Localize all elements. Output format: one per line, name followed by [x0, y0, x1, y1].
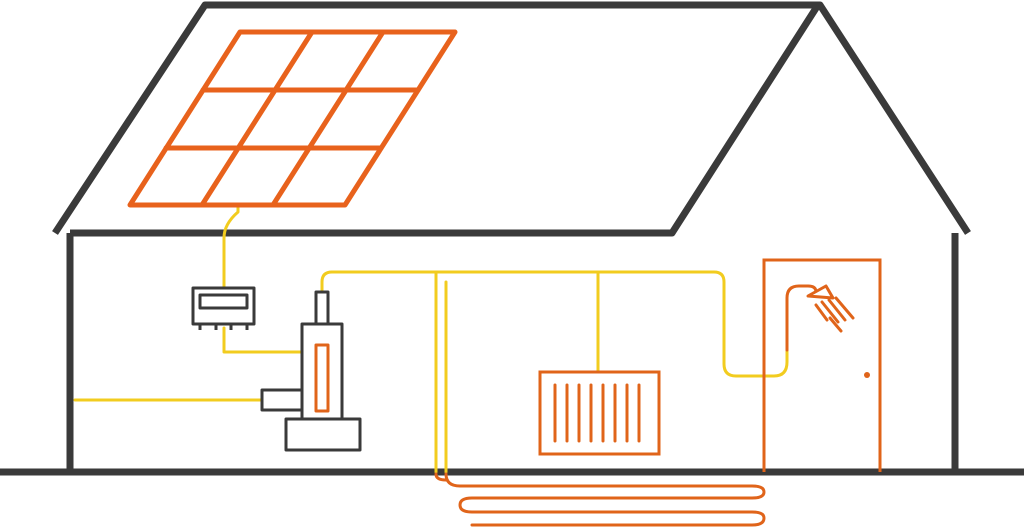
house-outline	[52, 1, 971, 472]
door-knob	[864, 372, 870, 378]
roof-outline	[52, 1, 971, 235]
door-icon	[762, 258, 882, 472]
heat-pump-side-box	[260, 388, 304, 412]
roof-valley	[70, 3, 821, 237]
pipe-solar-to-inverter	[222, 203, 240, 290]
inverter-icon	[191, 286, 256, 330]
pipe-main-supply	[320, 270, 789, 378]
heat-pump-icon	[260, 290, 362, 452]
solar-panel-icon	[127, 29, 458, 208]
pipe-network	[73, 203, 789, 474]
shower-icon	[785, 284, 855, 352]
radiator-icon	[538, 370, 661, 456]
pipe-inverter-to-heatpump	[222, 326, 304, 354]
heat-pump-flue	[314, 290, 330, 326]
underfloor-heating-icon	[434, 472, 766, 527]
heat-pump-body	[300, 322, 344, 421]
heat-pump-window	[314, 343, 330, 413]
heat-pump-base	[284, 417, 362, 452]
